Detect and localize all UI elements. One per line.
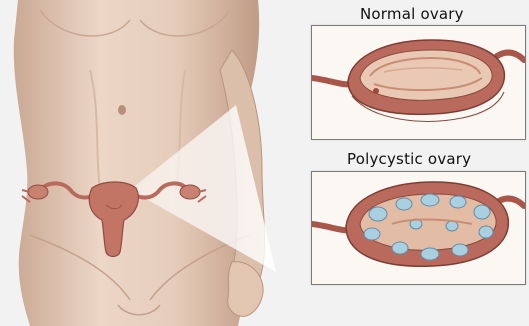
normal-ovary-image xyxy=(312,26,525,139)
normal-ovary-panel xyxy=(311,25,526,140)
navel xyxy=(118,105,126,115)
normal-ovary-label: Normal ovary xyxy=(360,5,464,23)
polycystic-ovary-label: Polycystic ovary xyxy=(347,150,471,168)
polycystic-ovary-panel xyxy=(311,171,526,285)
polycystic-ovary-image xyxy=(312,172,525,284)
